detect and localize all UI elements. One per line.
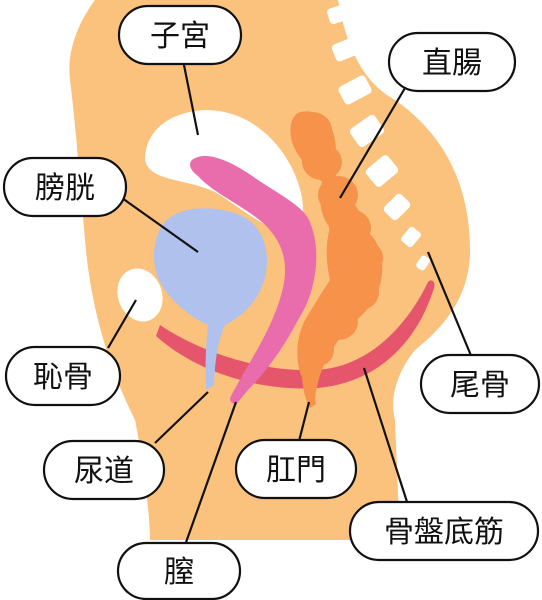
label-bubble <box>419 353 541 415</box>
label-urethra: 尿道 <box>42 439 166 501</box>
label-bubble <box>234 438 358 500</box>
label-bubble <box>348 500 540 562</box>
label-bubble <box>117 4 243 66</box>
leader-pelvic-floor <box>362 367 410 506</box>
label-bladder: 膀胱 <box>2 156 128 218</box>
leader-rectum <box>339 87 406 199</box>
spine-bones <box>327 4 430 271</box>
pubic-bone-shape <box>117 268 163 322</box>
label-rectum: 直腸 <box>387 31 517 93</box>
label-bubble <box>4 345 122 407</box>
bladder-shape <box>154 208 267 390</box>
label-rectum-text: 直腸 <box>422 46 482 81</box>
leader-pubic-bone <box>107 299 137 349</box>
label-bubble <box>387 31 517 93</box>
label-urethra-text: 尿道 <box>74 454 134 489</box>
label-bladder-text: 膀胱 <box>35 171 95 206</box>
leader-lines <box>107 59 474 549</box>
leader-urethra <box>154 391 209 444</box>
leader-anus <box>296 401 311 446</box>
leader-bladder <box>121 197 199 253</box>
leader-vagina <box>182 401 238 549</box>
label-vagina-text: 膣 <box>164 555 194 590</box>
label-anus: 肛門 <box>234 438 358 500</box>
label-coccyx: 尾骨 <box>419 353 541 415</box>
label-vagina: 膣 <box>116 541 242 600</box>
label-bubble <box>42 439 166 501</box>
leader-coccyx <box>426 251 474 359</box>
leader-uterus <box>181 59 200 136</box>
vagina-shape <box>190 156 317 404</box>
label-coccyx-text: 尾骨 <box>450 368 510 403</box>
label-anus-text: 肛門 <box>266 453 326 488</box>
label-pubic-bone: 恥骨 <box>4 345 122 407</box>
label-uterus-text: 子宮 <box>150 19 210 54</box>
label-bubble <box>116 541 242 600</box>
label-pelvic-floor: 骨盤底筋 <box>348 500 540 562</box>
label-pelvic-floor-text: 骨盤底筋 <box>384 515 504 550</box>
label-bubble <box>2 156 128 218</box>
label-uterus: 子宮 <box>117 4 243 66</box>
label-pubic-bone-text: 恥骨 <box>33 360 93 395</box>
pelvic-floor-shape <box>156 280 435 389</box>
